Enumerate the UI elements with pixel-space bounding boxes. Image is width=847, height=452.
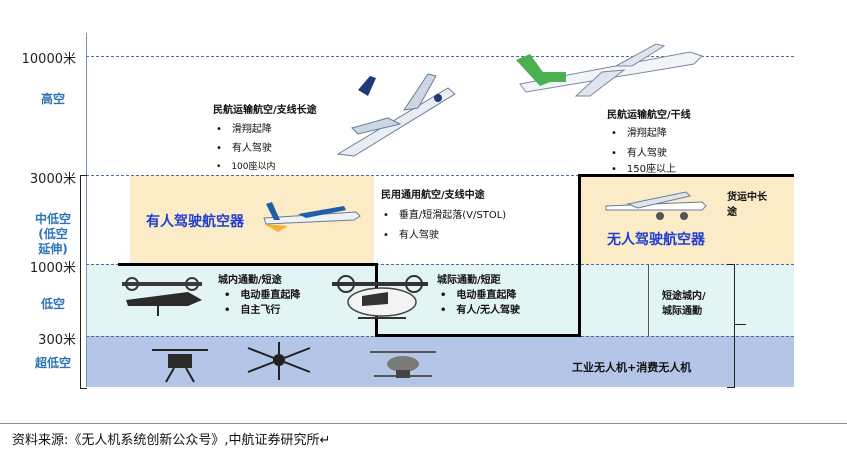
footer-divider [0,423,847,424]
step-line-bottom [375,334,580,337]
manned-aircraft-label: 有人驾驶航空器 [146,214,244,230]
zone-high: 高空 [40,92,65,106]
civil-feeder-title: 民航运输航空/支线长途 [213,105,317,116]
trunk-airliner-icon [516,43,703,97]
ultra-low-band [86,336,794,387]
zone-ultralow: 超低空 [34,356,71,370]
urban-item: 电动垂直起降 [224,288,300,303]
consumer-drone-icon [370,351,436,378]
alt-10000: 10000米 [21,52,76,67]
line-3000 [86,175,794,176]
civil-trunk-item: 有人驾驶 [611,146,667,161]
urban-title: 城内通勤/短途 [218,275,282,286]
brace-tick [734,324,746,325]
multirotor-drone-icon [247,342,311,380]
right-brace [727,264,735,388]
civil-trunk-item: 150座以上 [611,162,676,177]
intercity-item: 电动垂直起降 [440,288,516,303]
unmanned-aircraft-label: 无人驾驶航空器 [607,232,705,248]
regional-jet-icon [336,73,456,157]
zone-low: 低空 [40,297,65,311]
line-1000 [86,264,794,265]
zone-midlow: 中低空 (低空 延伸) [34,212,71,256]
short-urban-label: 短途城内/ 城际通勤 [662,291,706,317]
quadcopter-drone-icon [152,349,208,383]
left-bracket [80,175,87,389]
civil-trunk-title: 民航运输航空/干线 [607,110,691,121]
alt-3000: 3000米 [29,172,76,187]
cargo-drone-icon [605,191,707,220]
source-note: 资料来源:《无人机系统创新公众号》,中航证券研究所↵ [12,433,331,448]
evtol-urban-icon [122,277,202,316]
civil-trunk-item: 滑翔起降 [611,126,667,141]
alt-300: 300米 [38,333,76,348]
step-line-up [578,174,581,337]
step-line-top-left [118,263,376,266]
urban-item: 自主飞行 [224,303,280,318]
general-aviation-item: 有人驾驶 [383,228,439,243]
y-axis [86,33,87,387]
step-line-top-right [578,174,794,177]
alt-1000: 1000米 [29,261,76,276]
civil-feeder-item: 滑翔起降 [216,122,272,137]
mid-low-band-unmanned [580,175,794,264]
line-10000 [86,56,794,57]
intercity-title: 城际通勤/短距 [437,275,501,286]
civil-feeder-item: 有人驾驶 [216,141,272,156]
turboprop-icon [263,202,361,232]
general-aviation-title: 民用通用航空/支线中途 [381,190,485,201]
general-aviation-item: 垂直/短滑起落(V/STOL) [383,208,506,223]
intercity-item: 有人/无人驾驶 [440,303,520,318]
cargo-label: 货运中长 途 [727,192,767,218]
evtol-intercity-icon [332,275,428,319]
industrial-drones-label: 工业无人机+消费无人机 [572,361,692,374]
civil-feeder-item: 100座以内 [216,160,275,175]
separator [648,264,649,336]
